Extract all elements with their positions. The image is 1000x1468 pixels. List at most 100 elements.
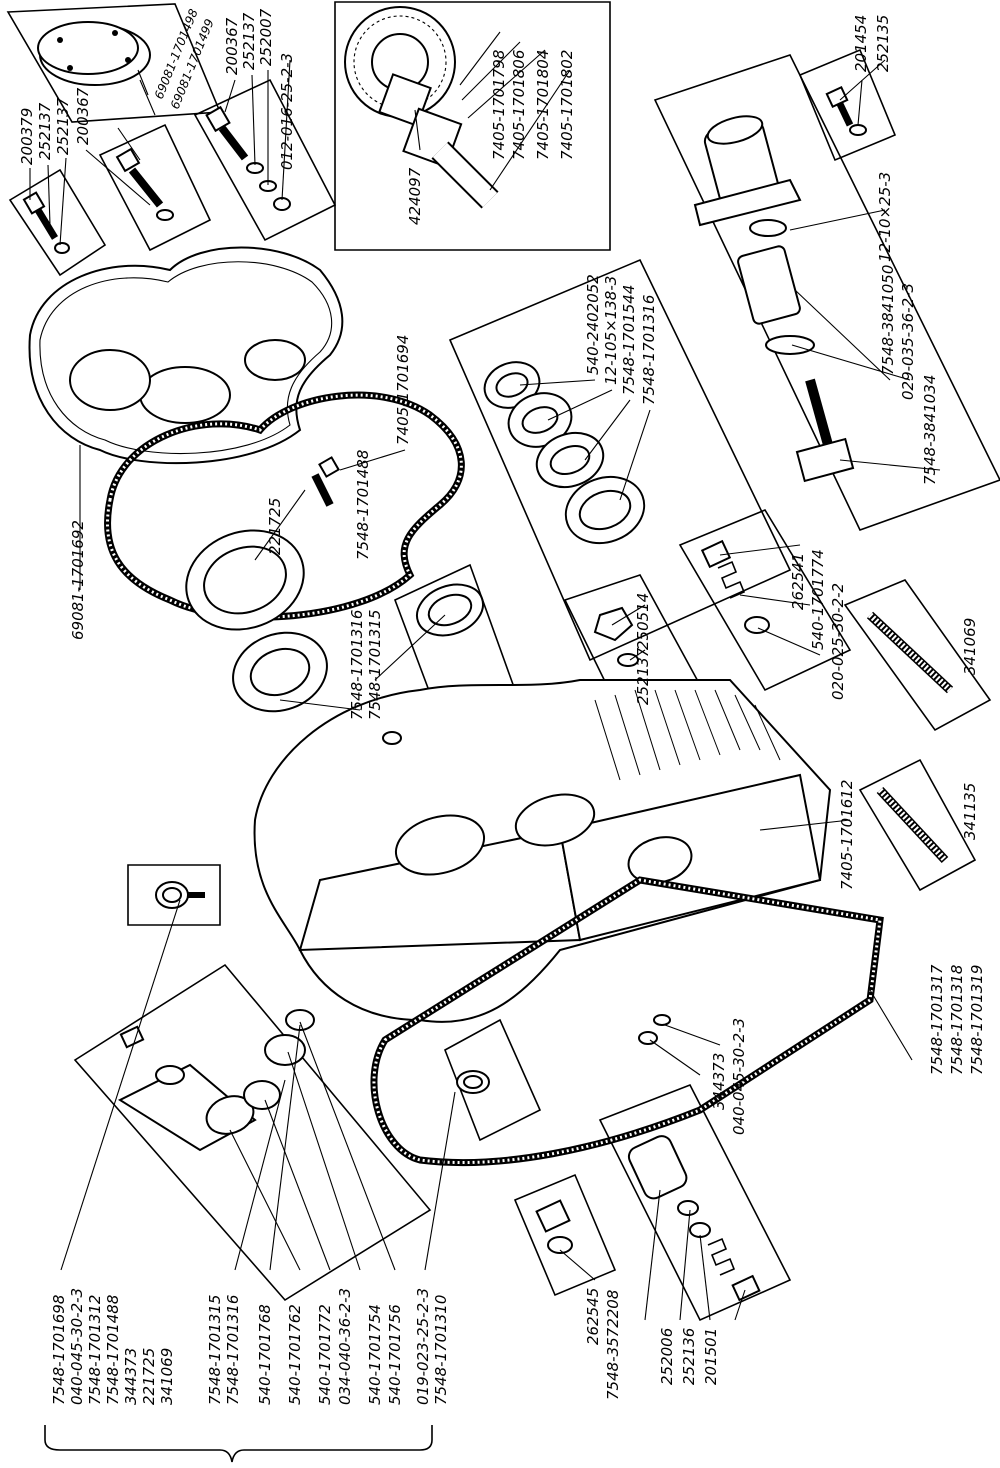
label-t10: 012-016-25-2-3 <box>278 53 296 170</box>
main-housing <box>253 679 832 1023</box>
stud-341069 <box>866 611 954 694</box>
gear-shaft-assembly <box>344 6 499 209</box>
ring-upper <box>416 583 484 637</box>
label-t58: 7548-1701316 <box>224 1295 242 1405</box>
callout-box-bearings <box>448 258 792 662</box>
label-t14: 7405-1701802 <box>558 50 576 160</box>
stud-341135 <box>876 786 949 864</box>
label-t61: 540-1701772 <box>316 1304 334 1405</box>
lever-assembly <box>117 1009 315 1152</box>
label-t6: 200367 <box>74 87 92 145</box>
label-t66: 7548-1701310 <box>432 1295 450 1405</box>
label-t63: 540-1701754 <box>366 1304 384 1405</box>
cover-gasket <box>104 391 465 621</box>
housing-gasket <box>370 876 884 1167</box>
label-t46: 7548-3572208 <box>604 1290 622 1400</box>
label-t3: 200379 <box>18 108 36 165</box>
bolt-200367-b <box>205 105 291 211</box>
label-t31: 7548-1701315 <box>366 610 384 720</box>
label-t45: 262545 <box>584 1288 602 1345</box>
label-t5: 252137 <box>54 97 72 155</box>
label-t64: 540-1701756 <box>386 1304 404 1405</box>
nut-250514 <box>593 606 639 667</box>
label-t20: 029-035-36-2-3 <box>899 283 917 400</box>
label-t57: 7548-1701315 <box>206 1295 224 1405</box>
label-t48: 252136 <box>680 1328 698 1385</box>
label-t17: 252135 <box>874 15 892 72</box>
label-t36: 020-025-30-2-2 <box>829 583 847 700</box>
label-t32: 250514 <box>634 593 652 650</box>
callout-box-bolt-b <box>98 123 212 252</box>
label-t19: 7548-3841050 <box>879 265 897 375</box>
label-t34: 262541 <box>789 553 807 610</box>
label-t26: 7405-1701694 <box>394 335 412 445</box>
label-t21: 7548-3841034 <box>921 375 939 485</box>
washer-019-023 <box>456 1070 490 1094</box>
cover-plate <box>37 21 151 86</box>
label-t30: 7548-1701316 <box>348 610 366 720</box>
bolt-200379 <box>22 191 70 254</box>
label-t50: 7548-1701698 <box>50 1295 68 1405</box>
bolt-200367-a <box>115 147 174 221</box>
label-t35: 540-1701774 <box>809 549 827 650</box>
callout-box-washer <box>443 1018 542 1142</box>
label-t42: 7548-1701317 <box>928 964 946 1075</box>
label-t40: 344373 <box>710 1053 728 1110</box>
label-t29: 69081-1701692 <box>69 520 87 640</box>
sensor-housing <box>693 115 855 483</box>
label-t51: 040-045-30-2-3 <box>68 1288 86 1405</box>
label-t44: 7548-1701319 <box>968 965 986 1075</box>
bearing-cap-ring <box>185 529 305 631</box>
label-t13: 7405-1701804 <box>534 50 552 160</box>
callout-box-eyebolt <box>127 864 221 926</box>
label-t27: 7548-1701488 <box>354 450 372 560</box>
label-t18: 12-10×25-3 <box>876 172 894 262</box>
bearings-stack <box>483 361 646 545</box>
label-t15: 424097 <box>406 167 424 225</box>
callout-box-valve <box>678 508 852 692</box>
housing-cover <box>28 246 344 465</box>
callout-box-plug <box>513 1173 617 1297</box>
label-t38: 7405-1701612 <box>838 780 856 890</box>
label-t53: 7548-1701488 <box>104 1295 122 1405</box>
group-bracket <box>44 1425 433 1463</box>
label-t37: 341069 <box>961 618 979 675</box>
callout-box-sensor <box>653 54 1000 531</box>
label-t56: 341069 <box>158 1348 176 1405</box>
bearing-ring-left <box>232 631 328 713</box>
callout-box-bolt-a <box>8 168 107 277</box>
valve-spring <box>700 539 770 634</box>
label-t4: 252137 <box>36 102 54 160</box>
label-t47: 252006 <box>658 1328 676 1385</box>
label-t52: 7548-1701312 <box>86 1295 104 1405</box>
label-t8: 252137 <box>240 12 258 70</box>
label-t62: 034-040-36-2-3 <box>336 1288 354 1405</box>
leader-lines <box>29 31 941 1321</box>
label-t55: 221725 <box>140 1348 158 1405</box>
screw-201454 <box>825 85 867 136</box>
callout-box-gear-shaft <box>334 1 611 251</box>
label-t12: 7405-1701806 <box>510 50 528 160</box>
label-t49: 201501 <box>702 1328 720 1385</box>
callout-box-lever <box>73 963 432 1302</box>
plug-344373 <box>638 1014 671 1045</box>
label-t28: 221725 <box>266 498 284 555</box>
label-t65: 019-023-25-2-3 <box>414 1288 432 1405</box>
label-t16: 201454 <box>852 15 870 72</box>
label-t43: 7548-1701318 <box>948 965 966 1075</box>
label-t7: 200367 <box>223 17 241 75</box>
label-t23: 12-105×138-3 <box>602 276 620 385</box>
label-t41: 040-045-30-2-3 <box>730 1018 748 1135</box>
label-t22: 540-2402052 <box>584 274 602 375</box>
label-t59: 540-1701768 <box>256 1304 274 1405</box>
eye-bolt <box>155 881 205 909</box>
cap-spring <box>627 1135 761 1302</box>
callout-box-screw <box>798 48 897 162</box>
label-t11: 7405-1701798 <box>490 50 508 160</box>
callout-box-stud-upper <box>843 579 992 732</box>
label-t24: 7548-1701544 <box>620 285 638 395</box>
plug-262545 <box>535 1199 573 1254</box>
label-t39: 341135 <box>961 783 979 840</box>
callout-box-cap-spring <box>598 1083 792 1322</box>
